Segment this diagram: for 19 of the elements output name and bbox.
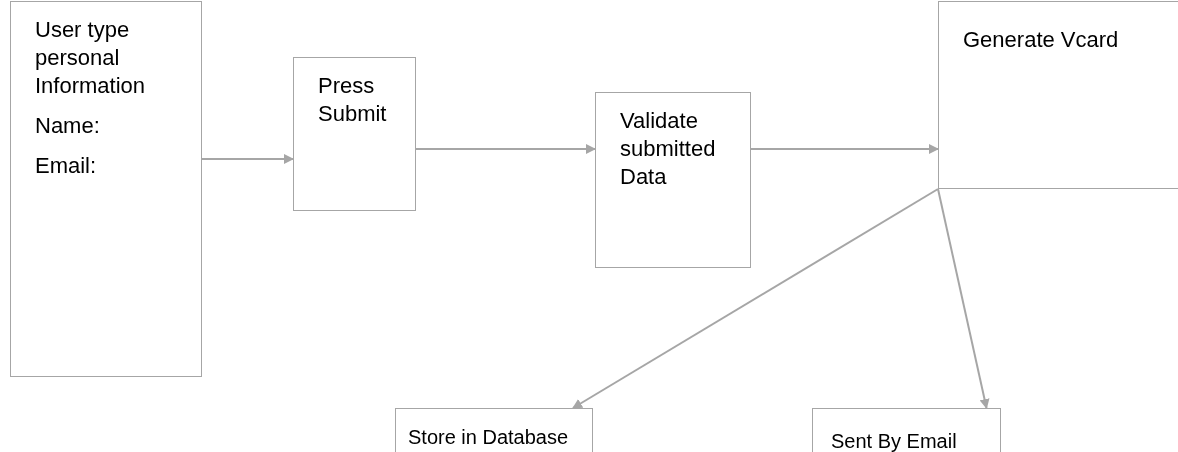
process-box	[938, 1, 1178, 189]
arrow	[750, 144, 939, 154]
arrow	[201, 154, 294, 164]
process-box	[812, 408, 1001, 452]
arrow	[415, 144, 596, 154]
box-text: Press Submit	[318, 72, 388, 128]
arrow	[937, 188, 990, 409]
box-text: Generate Vcard	[963, 26, 1120, 54]
box-text: Store in Database	[408, 425, 570, 450]
box-text: Email:	[35, 152, 98, 180]
arrow	[572, 188, 939, 409]
box-text: Validate submitted Data	[620, 107, 717, 191]
box-text: Name:	[35, 112, 101, 140]
box-text: User type personal Information	[35, 16, 147, 100]
process-box	[395, 408, 593, 452]
process-box	[293, 57, 416, 211]
process-box	[595, 92, 751, 268]
process-box	[10, 1, 202, 377]
box-text: Sent By Email	[831, 429, 958, 452]
